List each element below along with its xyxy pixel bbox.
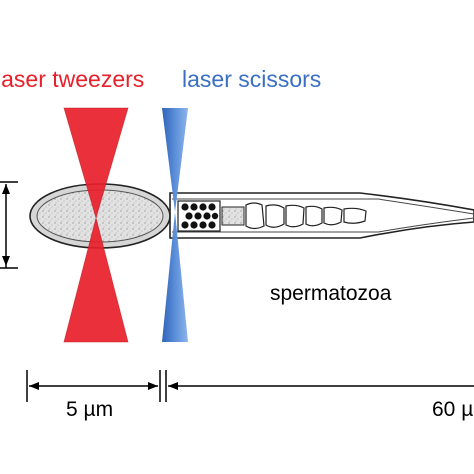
dimension-arrow-5um: [26, 370, 161, 402]
dimension-arrow-60um: [165, 370, 474, 402]
vertical-dimension-arrow: [0, 181, 18, 269]
sperm-head: [29, 183, 171, 249]
laser-scissors-beam: [162, 108, 188, 342]
dimension-5um-label: 5 µm: [66, 398, 114, 421]
spermatozoa-label: spermatozoa: [270, 282, 392, 305]
sperm-midpiece: [177, 200, 367, 232]
dimension-60um-label: 60 µ: [432, 398, 474, 421]
laser-tweezers-beam: [63, 107, 129, 343]
laser-scissors-label: laser scissors: [182, 66, 322, 92]
laser-tweezers-label: laser tweezers: [0, 66, 145, 92]
